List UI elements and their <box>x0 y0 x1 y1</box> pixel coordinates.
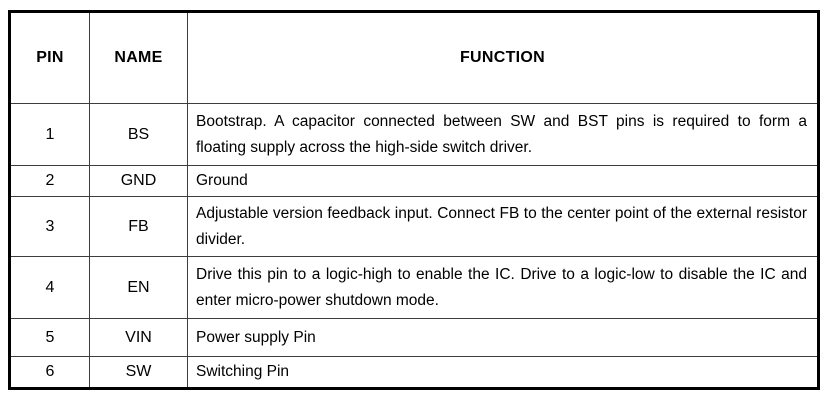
pin-name: EN <box>89 256 188 319</box>
pin-function-description: Adjustable version feedback input. Conne… <box>187 196 819 257</box>
pin-function-description: Ground <box>187 165 819 197</box>
pin-name: FB <box>89 196 188 257</box>
table-row-pin-3: 3 FB Adjustable version feedback input. … <box>9 196 819 257</box>
pin-name: BS <box>89 103 188 166</box>
pin-number: 6 <box>9 356 90 389</box>
pin-name: VIN <box>89 318 188 357</box>
pin-number: 5 <box>9 318 90 357</box>
table-row-pin-1: 1 BS Bootstrap. A capacitor connected be… <box>9 103 819 166</box>
pin-function-description: Power supply Pin <box>187 318 819 357</box>
column-header-pin: PIN <box>9 11 90 104</box>
pin-function-description: Drive this pin to a logic-high to enable… <box>187 256 819 319</box>
pin-function-description: Bootstrap. A capacitor connected between… <box>187 103 819 166</box>
pin-function-description: Switching Pin <box>187 356 819 389</box>
table-row-pin-4: 4 EN Drive this pin to a logic-high to e… <box>9 256 819 319</box>
column-header-name: NAME <box>89 11 188 104</box>
pin-number: 1 <box>9 103 90 166</box>
table-row-pin-2: 2 GND Ground <box>9 165 819 197</box>
pin-function-table: PIN NAME FUNCTION 1 BS Bootstrap. A capa… <box>8 10 820 390</box>
pin-name: SW <box>89 356 188 389</box>
pin-number: 3 <box>9 196 90 257</box>
table-row-pin-6: 6 SW Switching Pin <box>9 356 819 389</box>
pin-number: 2 <box>9 165 90 197</box>
pin-name: GND <box>89 165 188 197</box>
pin-number: 4 <box>9 256 90 319</box>
table-header-row: PIN NAME FUNCTION <box>9 11 819 104</box>
column-header-function: FUNCTION <box>187 11 819 104</box>
table-row-pin-5: 5 VIN Power supply Pin <box>9 318 819 357</box>
